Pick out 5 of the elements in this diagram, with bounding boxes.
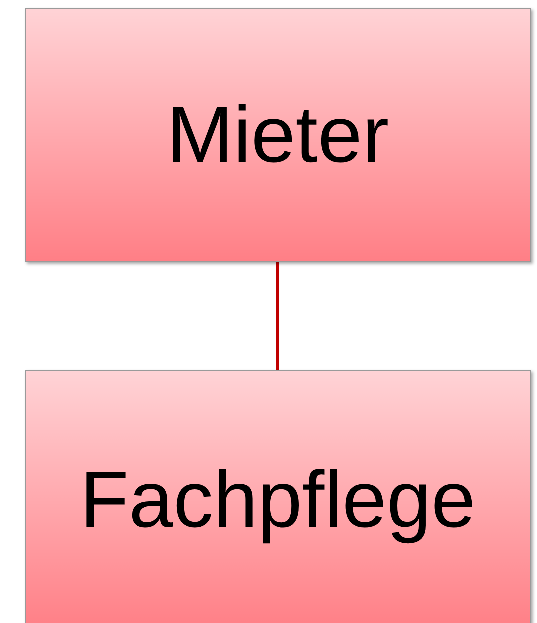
process-box — [25, 8, 531, 262]
process-box — [25, 370, 531, 623]
connector-line — [276, 262, 280, 370]
box-label: Fachpflege — [80, 454, 476, 546]
box-label: Mieter — [166, 89, 390, 181]
